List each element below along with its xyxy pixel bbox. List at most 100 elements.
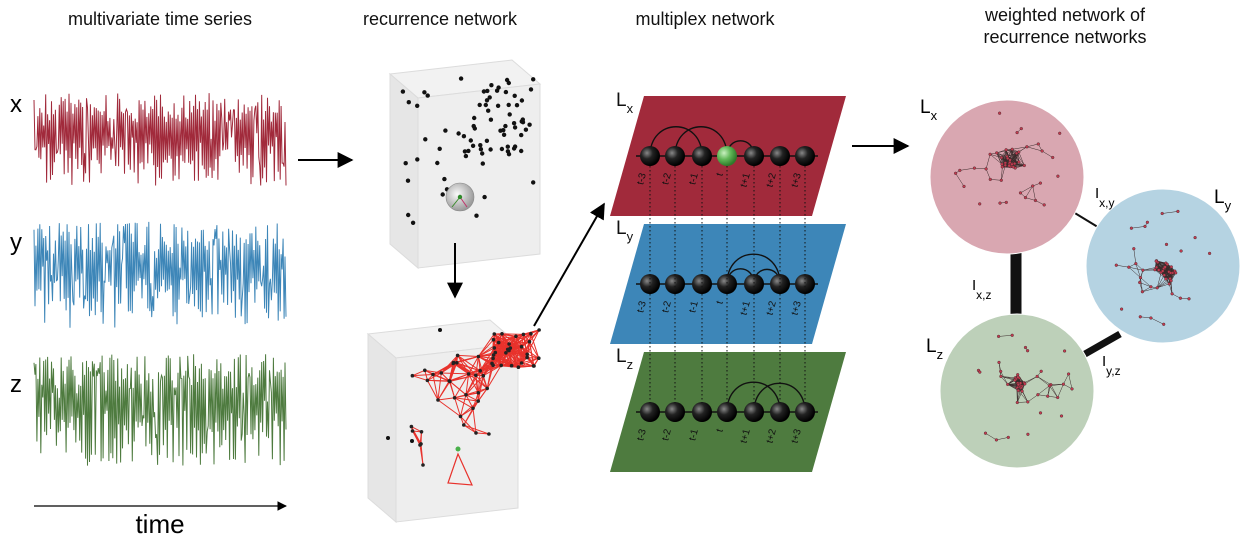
- graph-node: [1134, 262, 1138, 266]
- graph-node: [1026, 400, 1030, 404]
- weighted-network: Lx Ly Lz Ix,y Ix,z Iy,z: [920, 97, 1241, 469]
- graph-node: [988, 152, 992, 156]
- phase-point: [406, 212, 411, 218]
- phase-point: [480, 151, 485, 156]
- graph-node: [1169, 265, 1173, 269]
- layer-node: [795, 402, 815, 422]
- phase-point: [488, 147, 493, 152]
- time-series-x-line: [33, 93, 287, 186]
- graph-node: [1168, 271, 1173, 275]
- graph-node: [1015, 400, 1019, 405]
- network-node: [514, 334, 518, 339]
- graph-node: [1066, 372, 1071, 376]
- graph-node: [1154, 259, 1158, 263]
- phase-point: [486, 108, 491, 113]
- phase-point: [519, 132, 524, 138]
- graph-node: [1004, 148, 1008, 152]
- graph-node: [998, 201, 1002, 205]
- phase-point: [463, 153, 469, 159]
- graph-node: [999, 369, 1003, 373]
- network-node: [410, 429, 415, 433]
- layer-node: [717, 402, 737, 422]
- layer-node: [640, 274, 660, 294]
- graph-node: [1119, 307, 1124, 311]
- network-node: [491, 363, 495, 368]
- phase-point: [519, 148, 524, 154]
- graph-node: [1193, 236, 1197, 240]
- time-series-y-line: [33, 221, 287, 328]
- graph-node: [962, 184, 966, 188]
- graph-node: [1145, 220, 1149, 224]
- network-node: [525, 355, 529, 360]
- graph-node: [1010, 162, 1014, 166]
- graph-node: [1013, 378, 1017, 382]
- layer-node: [665, 402, 685, 422]
- layer-node: [770, 274, 790, 294]
- phase-point: [477, 102, 482, 108]
- phase-point: [506, 102, 511, 108]
- graph-node: [1164, 277, 1168, 281]
- layer-node: [692, 274, 712, 294]
- layer-node: [744, 274, 764, 294]
- circle-label-lz: Lz: [926, 336, 943, 362]
- graph-node: [1162, 273, 1166, 277]
- phase-point: [527, 122, 532, 127]
- network-node: [492, 332, 497, 336]
- layer-node: [640, 146, 660, 166]
- graph-node: [1170, 292, 1174, 296]
- title-weighted-network-line2: recurrence networks: [983, 27, 1147, 47]
- phase-point: [531, 180, 536, 185]
- network-node: [474, 431, 478, 435]
- graph-node: [1149, 316, 1153, 320]
- phase-point: [481, 89, 487, 94]
- graph-node: [1058, 131, 1062, 135]
- network-node: [507, 342, 511, 346]
- network-node: [474, 373, 478, 378]
- graph-node: [1000, 165, 1004, 169]
- phase-point: [400, 89, 406, 94]
- isolated-node: [386, 436, 390, 440]
- network-graph-z: [976, 333, 1074, 442]
- graph-node: [988, 177, 992, 181]
- graph-node: [978, 202, 982, 206]
- weight-label-xz: Ix,z: [972, 277, 992, 302]
- graph-node: [1026, 432, 1030, 436]
- phase-point: [422, 90, 427, 95]
- graph-node: [1019, 127, 1023, 131]
- graph-node: [1023, 382, 1027, 386]
- graph-node: [1033, 198, 1038, 203]
- graph-node: [1062, 349, 1067, 353]
- graph-node: [1023, 196, 1028, 200]
- reference-node: [455, 446, 461, 452]
- graph-node: [1011, 165, 1015, 169]
- phase-point: [443, 128, 448, 133]
- circle-label-ly: Ly: [1214, 187, 1232, 213]
- graph-node: [997, 360, 1001, 364]
- graph-node: [1038, 411, 1043, 415]
- network-node: [519, 344, 524, 349]
- network-node: [462, 423, 466, 427]
- layer-node-label: t+1: [739, 172, 753, 189]
- graph-node: [1046, 394, 1050, 398]
- phase-point: [503, 123, 508, 129]
- phase-point: [512, 93, 517, 99]
- network-node: [493, 350, 498, 355]
- series-label-z: z: [10, 371, 22, 398]
- layer-node: [744, 146, 764, 166]
- network-node: [409, 424, 414, 429]
- graph-node: [1016, 383, 1020, 387]
- layer-node: [795, 274, 815, 294]
- layer-node-label: t+3: [790, 300, 804, 317]
- phase-point: [487, 95, 492, 100]
- graph-node: [1006, 435, 1010, 439]
- graph-node: [1004, 200, 1008, 204]
- network-node: [491, 337, 496, 342]
- graph-node: [1020, 389, 1024, 393]
- phase-point: [523, 127, 529, 132]
- graph-node: [997, 111, 1002, 115]
- recurrence-network-graph: [386, 328, 541, 486]
- network-node: [418, 443, 422, 447]
